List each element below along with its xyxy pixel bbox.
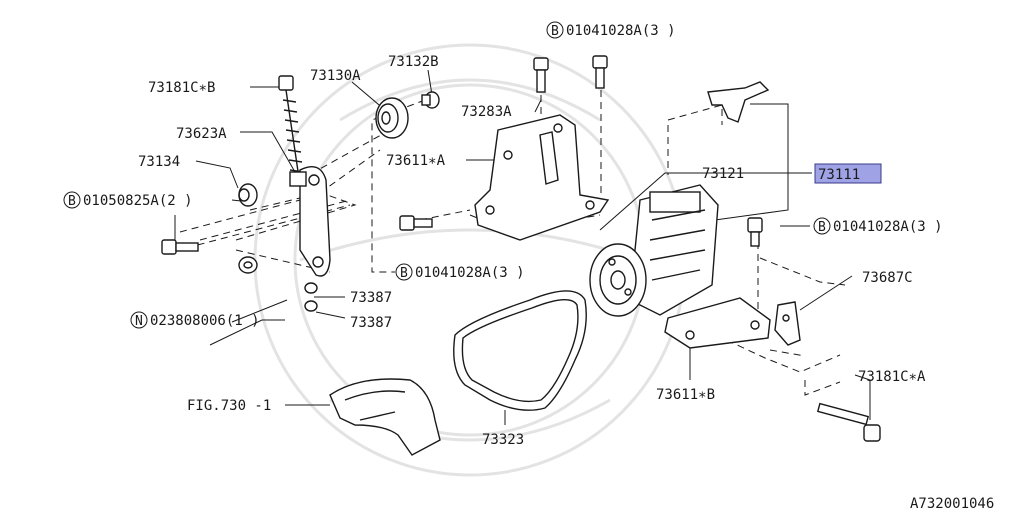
label-73387-lower[interactable]: 73387 (350, 315, 392, 331)
label-73623a[interactable]: 73623A (176, 126, 227, 142)
bolt-73181ca-icon (816, 402, 881, 442)
bolt-center-icon (399, 215, 433, 231)
label-73611b[interactable]: 73611∗B (656, 387, 715, 403)
nut-73387-upper-icon (304, 282, 318, 294)
label-73181ca[interactable]: 73181C∗A (858, 369, 926, 385)
svg-text:B: B (68, 194, 76, 209)
callout-b-01041028a-top[interactable]: B 01041028A(3 ) (546, 21, 676, 39)
svg-text:B: B (551, 24, 559, 39)
part-labels: 73181C∗B 73130A 73132B 73283A 73623A 731… (138, 54, 926, 448)
callout-b-01050825a[interactable]: B 01050825A(2 ) (63, 191, 193, 209)
label-fig730[interactable]: FIG.730 -1 (187, 398, 271, 414)
bolt-01050825a-icon (161, 239, 199, 255)
callout-n-023808006[interactable]: N 023808006(1 ) (130, 311, 260, 329)
highlight-73111[interactable] (814, 163, 882, 184)
svg-text:01041028A(3 ): 01041028A(3 ) (833, 219, 943, 235)
svg-text:023808006(1 ): 023808006(1 ) (150, 313, 260, 329)
diagram-code: A732001046 (910, 496, 994, 512)
pulley-73130a-icon (375, 97, 409, 139)
label-73134[interactable]: 73134 (138, 154, 180, 170)
nut-73387-lower-icon (304, 300, 318, 312)
label-73611a[interactable]: 73611∗A (386, 153, 446, 169)
cover-fig730-icon (329, 378, 441, 456)
bolt-73181cb-icon (278, 75, 304, 186)
belt-73323-icon (453, 290, 587, 411)
label-73111[interactable]: 73111 (818, 167, 860, 183)
bolt-73283a-icon (533, 57, 549, 93)
callout-b-01041028a-mid[interactable]: B 01041028A(3 ) (395, 263, 525, 281)
callout-b-01041028a-right[interactable]: B 01041028A(3 ) (813, 217, 943, 235)
leader-lines (174, 69, 871, 425)
svg-text:N: N (135, 314, 143, 329)
svg-text:01041028A(3 ): 01041028A(3 ) (415, 265, 525, 281)
bolt-top-right-icon (592, 55, 608, 89)
label-73387-upper[interactable]: 73387 (350, 290, 392, 306)
idler-73134-icon (238, 183, 258, 207)
bracket-top-73111-icon (707, 81, 770, 123)
bracket-73611b-icon (664, 297, 771, 349)
label-73283a[interactable]: 73283A (461, 104, 512, 120)
bracket-73687c-icon (774, 301, 801, 346)
bracket-73611a-icon (474, 114, 610, 241)
label-73181cb[interactable]: 73181C∗B (148, 80, 215, 96)
compressor-73121-icon (589, 184, 719, 317)
svg-text:01041028A(3 ): 01041028A(3 ) (566, 23, 676, 39)
label-73130a[interactable]: 73130A (310, 68, 361, 84)
label-73323[interactable]: 73323 (482, 432, 524, 448)
label-73687c[interactable]: 73687C (862, 270, 913, 286)
tensioner-bracket-73623a-icon (289, 166, 331, 277)
nut-73132b-icon (421, 91, 440, 109)
svg-text:B: B (400, 266, 408, 281)
nut-023808006-icon (238, 256, 258, 274)
svg-text:B: B (818, 220, 826, 235)
bolt-right-icon (747, 217, 763, 247)
label-73132b[interactable]: 73132B (388, 54, 439, 70)
label-73121[interactable]: 73121 (702, 166, 744, 182)
svg-text:01050825A(2 ): 01050825A(2 ) (83, 193, 193, 209)
